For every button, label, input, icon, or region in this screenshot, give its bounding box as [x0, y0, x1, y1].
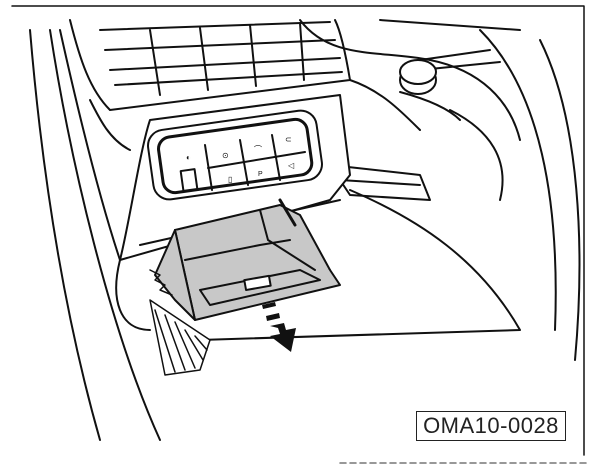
door-edge	[29, 29, 101, 441]
figure-frame	[11, 5, 585, 456]
svg-text:◐: ◐	[186, 153, 191, 162]
start-knob	[399, 59, 461, 121]
svg-text:◁: ◁	[288, 161, 295, 170]
storage-tray	[149, 198, 341, 321]
floor-hatch	[149, 299, 211, 376]
air-vent	[69, 19, 351, 111]
figure-code-label: OMA10-0028	[416, 411, 566, 441]
tray-handle	[243, 274, 272, 292]
steering-column	[299, 19, 521, 141]
svg-text:⊂: ⊂	[285, 135, 292, 144]
switch-panel: ◐ ⊙ ⌒ ⊂ ▯ P ◁	[147, 109, 323, 201]
svg-text:P: P	[258, 171, 263, 178]
svg-text:⌒: ⌒	[254, 145, 262, 154]
light-dial	[179, 168, 199, 192]
pull-direction-arrow	[262, 302, 296, 352]
svg-text:⊙: ⊙	[222, 151, 229, 160]
svg-text:▯: ▯	[228, 175, 232, 184]
